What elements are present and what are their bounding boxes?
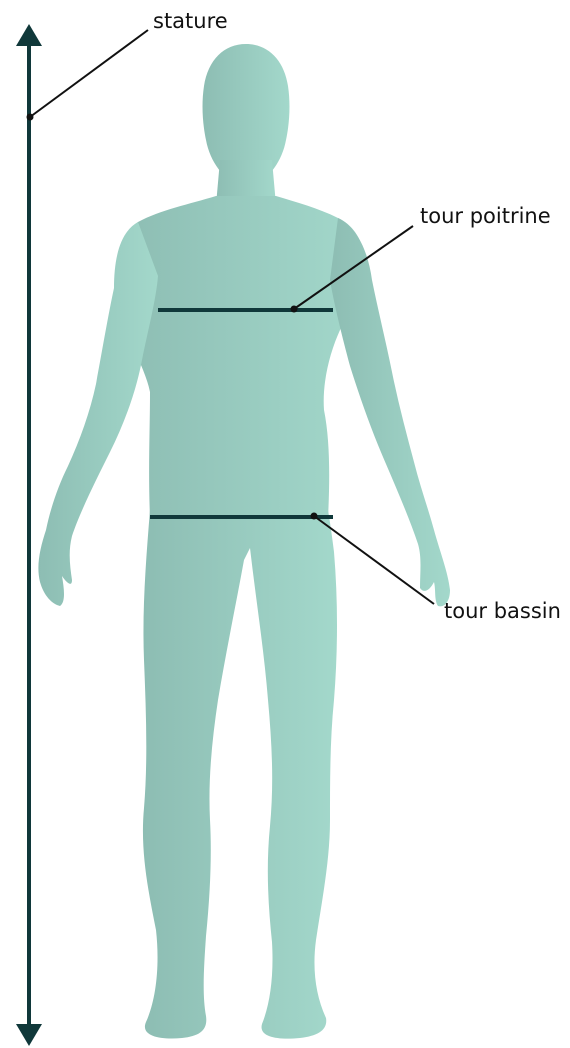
- torso-shape: [121, 196, 364, 518]
- legs-shape: [143, 510, 337, 1039]
- hip-leader-dot: [311, 513, 318, 520]
- stature-leader-dot: [27, 114, 34, 121]
- human-silhouette: [38, 44, 450, 1039]
- left-arm-shape: [38, 222, 158, 606]
- stature-leader-line: [30, 30, 148, 117]
- stature-leader: [27, 30, 149, 121]
- stature-arrow: [16, 24, 42, 1046]
- stature-label: stature: [153, 11, 228, 32]
- stature-arrow-head-bottom: [16, 1024, 42, 1046]
- chest-circumference-label: tour poitrine: [420, 206, 551, 227]
- right-arm-shape: [330, 218, 450, 606]
- stature-arrow-head-top: [16, 24, 42, 46]
- chest-leader-dot: [291, 306, 298, 313]
- hip-circumference-label: tour bassin: [444, 601, 561, 622]
